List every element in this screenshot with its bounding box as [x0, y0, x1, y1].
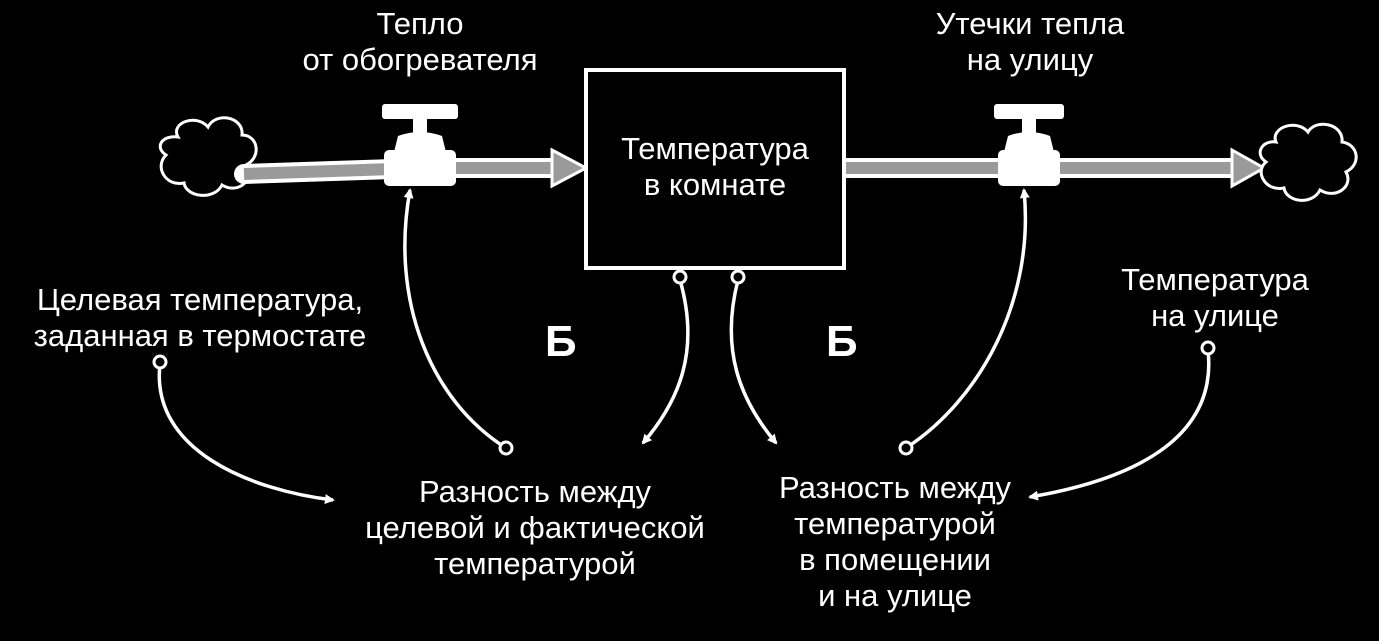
link-origin-outside — [1200, 340, 1216, 356]
link-gap-to-inflow — [403, 188, 507, 450]
balancing-loop-right-label: Б — [826, 317, 858, 366]
balancing-loop-left-label: Б — [545, 317, 577, 366]
gap-target-label: Разность между целевой и фактической тем… — [365, 474, 705, 581]
link-stock-to-gap-outside — [729, 279, 778, 445]
stock-box — [584, 68, 846, 270]
link-gap-to-outflow — [905, 188, 1030, 450]
link-origin-gap-target — [498, 440, 514, 456]
outside-temperature-label: Температура на улице — [1121, 262, 1309, 333]
target-temperature-label: Целевая температура, заданная в термоста… — [33, 282, 367, 353]
outflow-label: Утечки тепла на улицу — [935, 6, 1125, 77]
link-outside-to-gap — [1028, 349, 1211, 501]
link-origin-gap-outside — [898, 440, 914, 456]
link-stock-to-gap-target — [641, 279, 690, 445]
outflow-pipe — [846, 147, 1268, 189]
link-origin-stock-left — [672, 269, 688, 285]
inflow-valve-icon — [382, 104, 458, 186]
inflow-pipe — [234, 147, 590, 189]
outflow-valve-icon — [994, 104, 1064, 186]
link-origin-target — [152, 354, 168, 370]
gap-outside-label: Разность между температурой в помещении … — [778, 470, 1012, 613]
stock-label: Температура в комнате — [621, 131, 809, 202]
inflow-label: Тепло от обогревателя — [302, 6, 538, 77]
sink-cloud-icon — [1258, 122, 1358, 202]
link-origin-stock-right — [730, 269, 746, 285]
link-target-to-gap — [157, 363, 335, 505]
